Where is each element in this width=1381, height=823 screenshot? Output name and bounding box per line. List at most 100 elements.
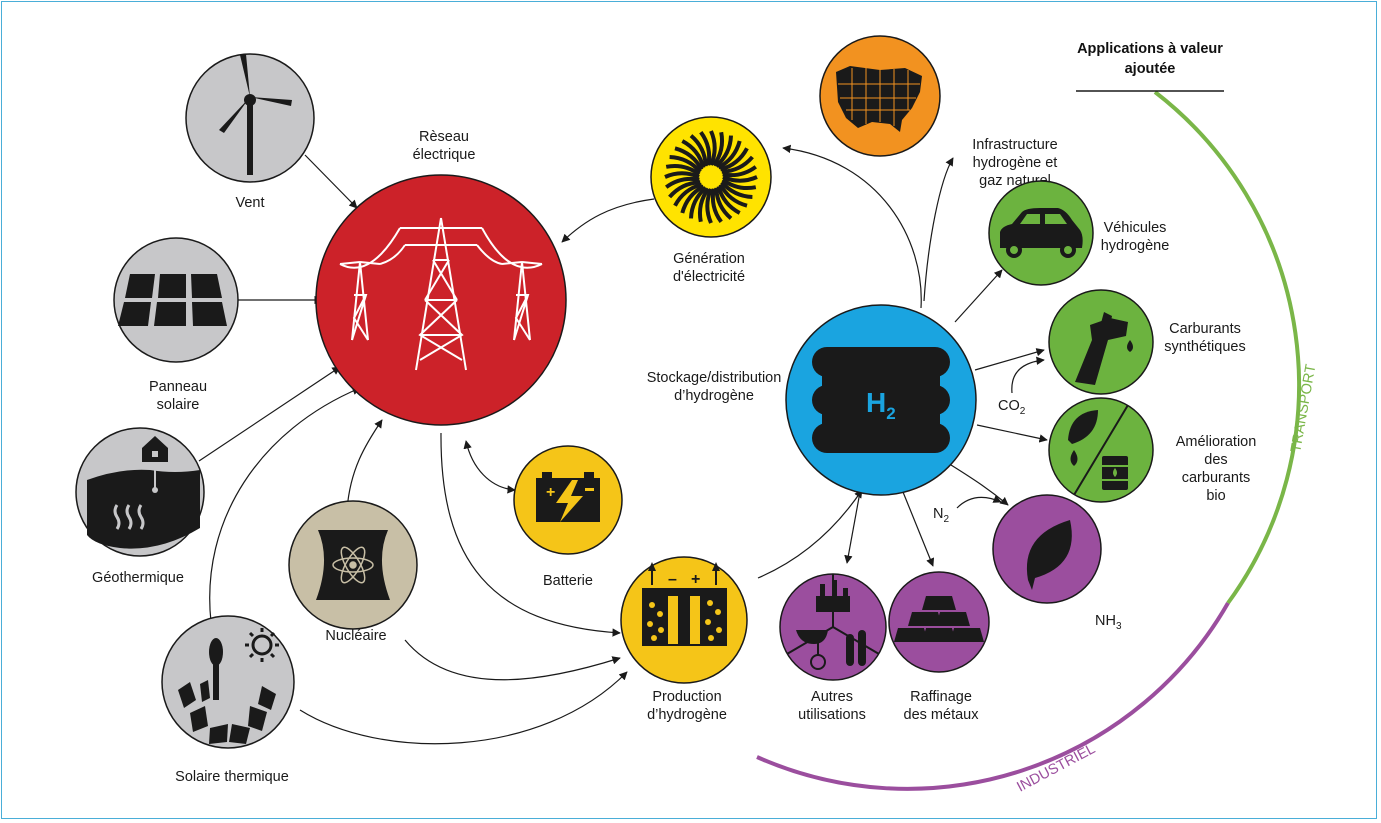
solaire-thermique-label: Solaire thermique	[175, 769, 289, 785]
turbine-spoke	[674, 146, 704, 171]
co2-label: CO2	[998, 398, 1026, 417]
turbine-spoke	[673, 182, 703, 207]
panneau-node	[113, 237, 239, 363]
tank-icon	[812, 347, 950, 453]
generation-label-2: d'électricité	[673, 269, 745, 285]
amelioration-label-2: des	[1204, 452, 1227, 468]
panneau-label-1: Panneau	[149, 379, 207, 395]
autres-label-1: Autres	[811, 689, 853, 705]
lab-tools-icon	[796, 630, 828, 670]
carburants-label-2: synthétiques	[1164, 339, 1245, 355]
minus-sign: –	[668, 571, 677, 588]
turbine-spoke	[705, 188, 713, 224]
generation-node	[650, 116, 772, 238]
turbine-spoke	[709, 130, 717, 166]
reseau-label-2: électrique	[413, 147, 476, 163]
geo-node	[75, 427, 205, 557]
transport-arc	[1153, 90, 1302, 605]
amelioration-label-1: Amélioration	[1176, 434, 1257, 450]
factory-icon	[816, 580, 850, 612]
turbine-spoke	[664, 171, 700, 179]
turbine-spoke	[710, 188, 723, 223]
infra-node	[819, 35, 941, 157]
geothermal-icon	[87, 436, 200, 549]
turbine-spoke	[699, 131, 712, 166]
turbine-spoke	[680, 184, 705, 214]
stockage-node: H2	[785, 304, 977, 496]
nucleaire-node	[288, 500, 418, 630]
turbine-spoke	[665, 176, 700, 189]
production-label-1: Production	[652, 689, 721, 705]
nucleaire-label: Nucléaire	[325, 628, 386, 644]
infra-label-2: hydrogène et	[973, 155, 1058, 171]
nh3-label: NH3	[1095, 613, 1122, 632]
vehicules-node	[988, 180, 1094, 286]
solar-thermal-icon	[178, 628, 279, 744]
fuel-nozzle-icon	[1075, 312, 1133, 385]
stockage-label-1: Stockage/distribution	[647, 370, 782, 386]
vehicules-label-1: Véhicules	[1104, 220, 1167, 236]
industriel-arc	[756, 602, 1230, 791]
amelioration-node	[1048, 397, 1154, 503]
turbine-spoke	[721, 178, 757, 191]
production-label-2: d’hydrogène	[647, 707, 727, 723]
leaf-drop-icon	[1068, 410, 1098, 466]
solar-panel-icon	[118, 274, 227, 326]
metal-ingots-icon	[894, 596, 984, 642]
turbine-spoke	[669, 155, 702, 174]
solaire-thermique-node	[161, 615, 295, 749]
leaf-icon	[1026, 520, 1072, 590]
us-map-icon	[836, 66, 922, 132]
stockage-label-2: d’hydrogène	[674, 388, 754, 404]
infra-label-1: Infrastructure	[972, 137, 1057, 153]
atom-icon	[332, 546, 374, 584]
turbine-icon	[664, 130, 758, 224]
turbine-spoke	[714, 187, 733, 220]
amelioration-label-3: carburants	[1182, 470, 1251, 486]
nh3-node	[992, 494, 1102, 604]
power-pylon-icon	[339, 217, 543, 371]
turbine-spoke	[717, 140, 742, 170]
header-line2: ajoutée	[1125, 61, 1176, 77]
geo-label: Géothermique	[92, 570, 184, 586]
turbine-spoke	[719, 147, 749, 172]
panneau-label-2: solaire	[157, 397, 200, 413]
generation-label-1: Génération	[673, 251, 745, 267]
amelioration-label-4: bio	[1206, 488, 1225, 504]
turbine-spoke	[714, 135, 733, 168]
carburants-node	[1048, 289, 1154, 395]
turbine-spoke	[718, 183, 748, 208]
autres-node	[779, 573, 887, 681]
test-tubes-icon	[846, 630, 866, 666]
raffinage-node	[888, 571, 990, 673]
turbine-spoke	[689, 134, 708, 167]
wind-turbine-icon	[219, 54, 292, 175]
production-node: – +	[620, 556, 748, 684]
turbine-spoke	[665, 163, 701, 176]
electrolyzer-icon	[642, 562, 727, 646]
battery-icon: +	[536, 472, 600, 522]
turbine-spoke	[668, 180, 701, 199]
barrel-icon	[1102, 456, 1128, 490]
turbine-spoke	[720, 180, 753, 199]
plus-sign: +	[691, 571, 700, 588]
n2-label: N2	[933, 506, 949, 525]
raffinage-label-1: Raffinage	[910, 689, 972, 705]
turbine-spoke	[721, 155, 754, 174]
turbine-spoke	[681, 139, 706, 169]
turbine-spoke	[689, 186, 708, 219]
turbine-spoke	[716, 185, 741, 215]
turbine-spoke	[722, 175, 758, 183]
reseau-label-1: Rèseau	[419, 129, 469, 145]
vehicules-label-2: hydrogène	[1101, 238, 1170, 254]
flow-arrows	[198, 144, 1048, 745]
svg-text:+: +	[546, 484, 555, 501]
turbine-spoke	[712, 131, 725, 167]
raffinage-label-2: des métaux	[904, 707, 980, 723]
batterie-node: +	[513, 445, 623, 555]
vent-label: Vent	[235, 195, 264, 211]
batterie-label: Batterie	[543, 573, 593, 589]
carburants-label-1: Carburants	[1169, 321, 1241, 337]
